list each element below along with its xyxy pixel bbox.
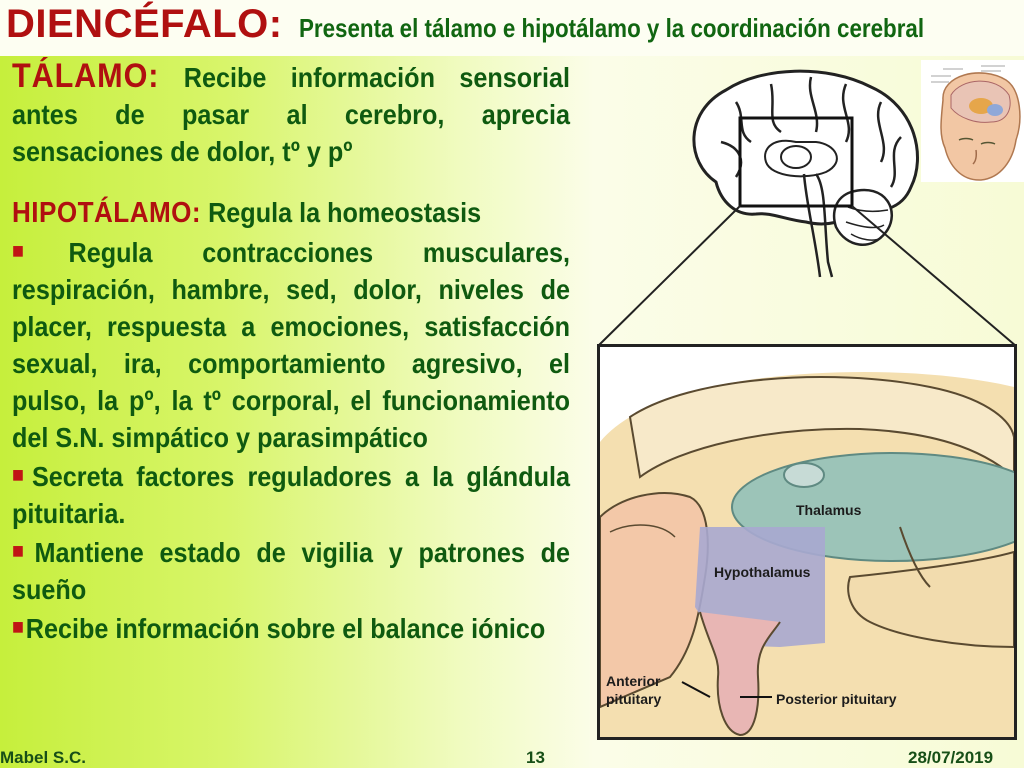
bullet-text: Secreta factores reguladores a la glándu… <box>12 461 570 529</box>
bullet-square-icon: ■ <box>12 538 33 563</box>
thalamus-hypothalamus-illustration <box>600 347 1014 737</box>
talamo-section: TÁLAMO: Recibe información sensorial ant… <box>12 58 570 170</box>
slide-title: DIENCÉFALO: <box>6 2 283 46</box>
title-bar: DIENCÉFALO: Presenta el tálamo e hipotál… <box>0 0 1024 56</box>
hipotalamo-intro: Regula la homeostasis <box>208 197 482 228</box>
footer-author: Mabel S.C. <box>0 748 86 767</box>
label-posterior-pituitary: Posterior pituitary <box>776 691 897 707</box>
text-column: TÁLAMO: Recibe información sensorial ant… <box>12 58 570 647</box>
hipotalamo-heading: HIPOTÁLAMO: <box>12 197 202 229</box>
footer-page-number: 13 <box>526 748 545 767</box>
head-inset-illustration <box>921 60 1024 182</box>
bullet-item: ■Recibe información sobre el balance ión… <box>12 608 570 647</box>
talamo-heading: TÁLAMO: <box>12 57 160 95</box>
bullet-text: Regula contracciones musculares, respira… <box>12 237 570 453</box>
talamo-text: Recibe información sensorial antes de pa… <box>12 62 571 167</box>
bullet-square-icon: ■ <box>12 238 67 263</box>
label-anterior-pituitary-line1: Anterior <box>606 673 661 689</box>
pituitary-gland <box>699 611 781 737</box>
footer-date: 28/07/2019 <box>908 748 994 767</box>
zoom-box <box>738 116 854 208</box>
slide-subtitle: Presenta el tálamo e hipotálamo y la coo… <box>299 13 925 43</box>
bullet-square-icon: ■ <box>12 614 24 639</box>
hipotalamo-heading-line: HIPOTÁLAMO: Regula la homeostasis <box>12 194 570 232</box>
brain-sagittal-illustration <box>692 69 919 278</box>
bullet-text: Recibe información sobre el balance ióni… <box>25 613 546 644</box>
bullet-item: ■Secreta factores reguladores a la glánd… <box>12 456 570 532</box>
bullet-item: ■Regula contracciones musculares, respir… <box>12 232 570 456</box>
label-anterior-pituitary-line2: pituitary <box>606 691 662 707</box>
zoom-panel: Thalamus Hypothalamus Anterior pituitary… <box>597 344 1017 740</box>
label-thalamus: Thalamus <box>796 502 862 518</box>
zoom-connector-lines <box>597 205 1017 347</box>
bullet-text: Mantiene estado de vigilia y patrones de… <box>12 537 571 605</box>
head-illustration <box>931 65 1021 181</box>
bullet-square-icon: ■ <box>12 462 31 487</box>
label-hypothalamus: Hypothalamus <box>714 564 811 580</box>
bullet-item: ■Mantiene estado de vigilia y patrones d… <box>12 532 570 608</box>
